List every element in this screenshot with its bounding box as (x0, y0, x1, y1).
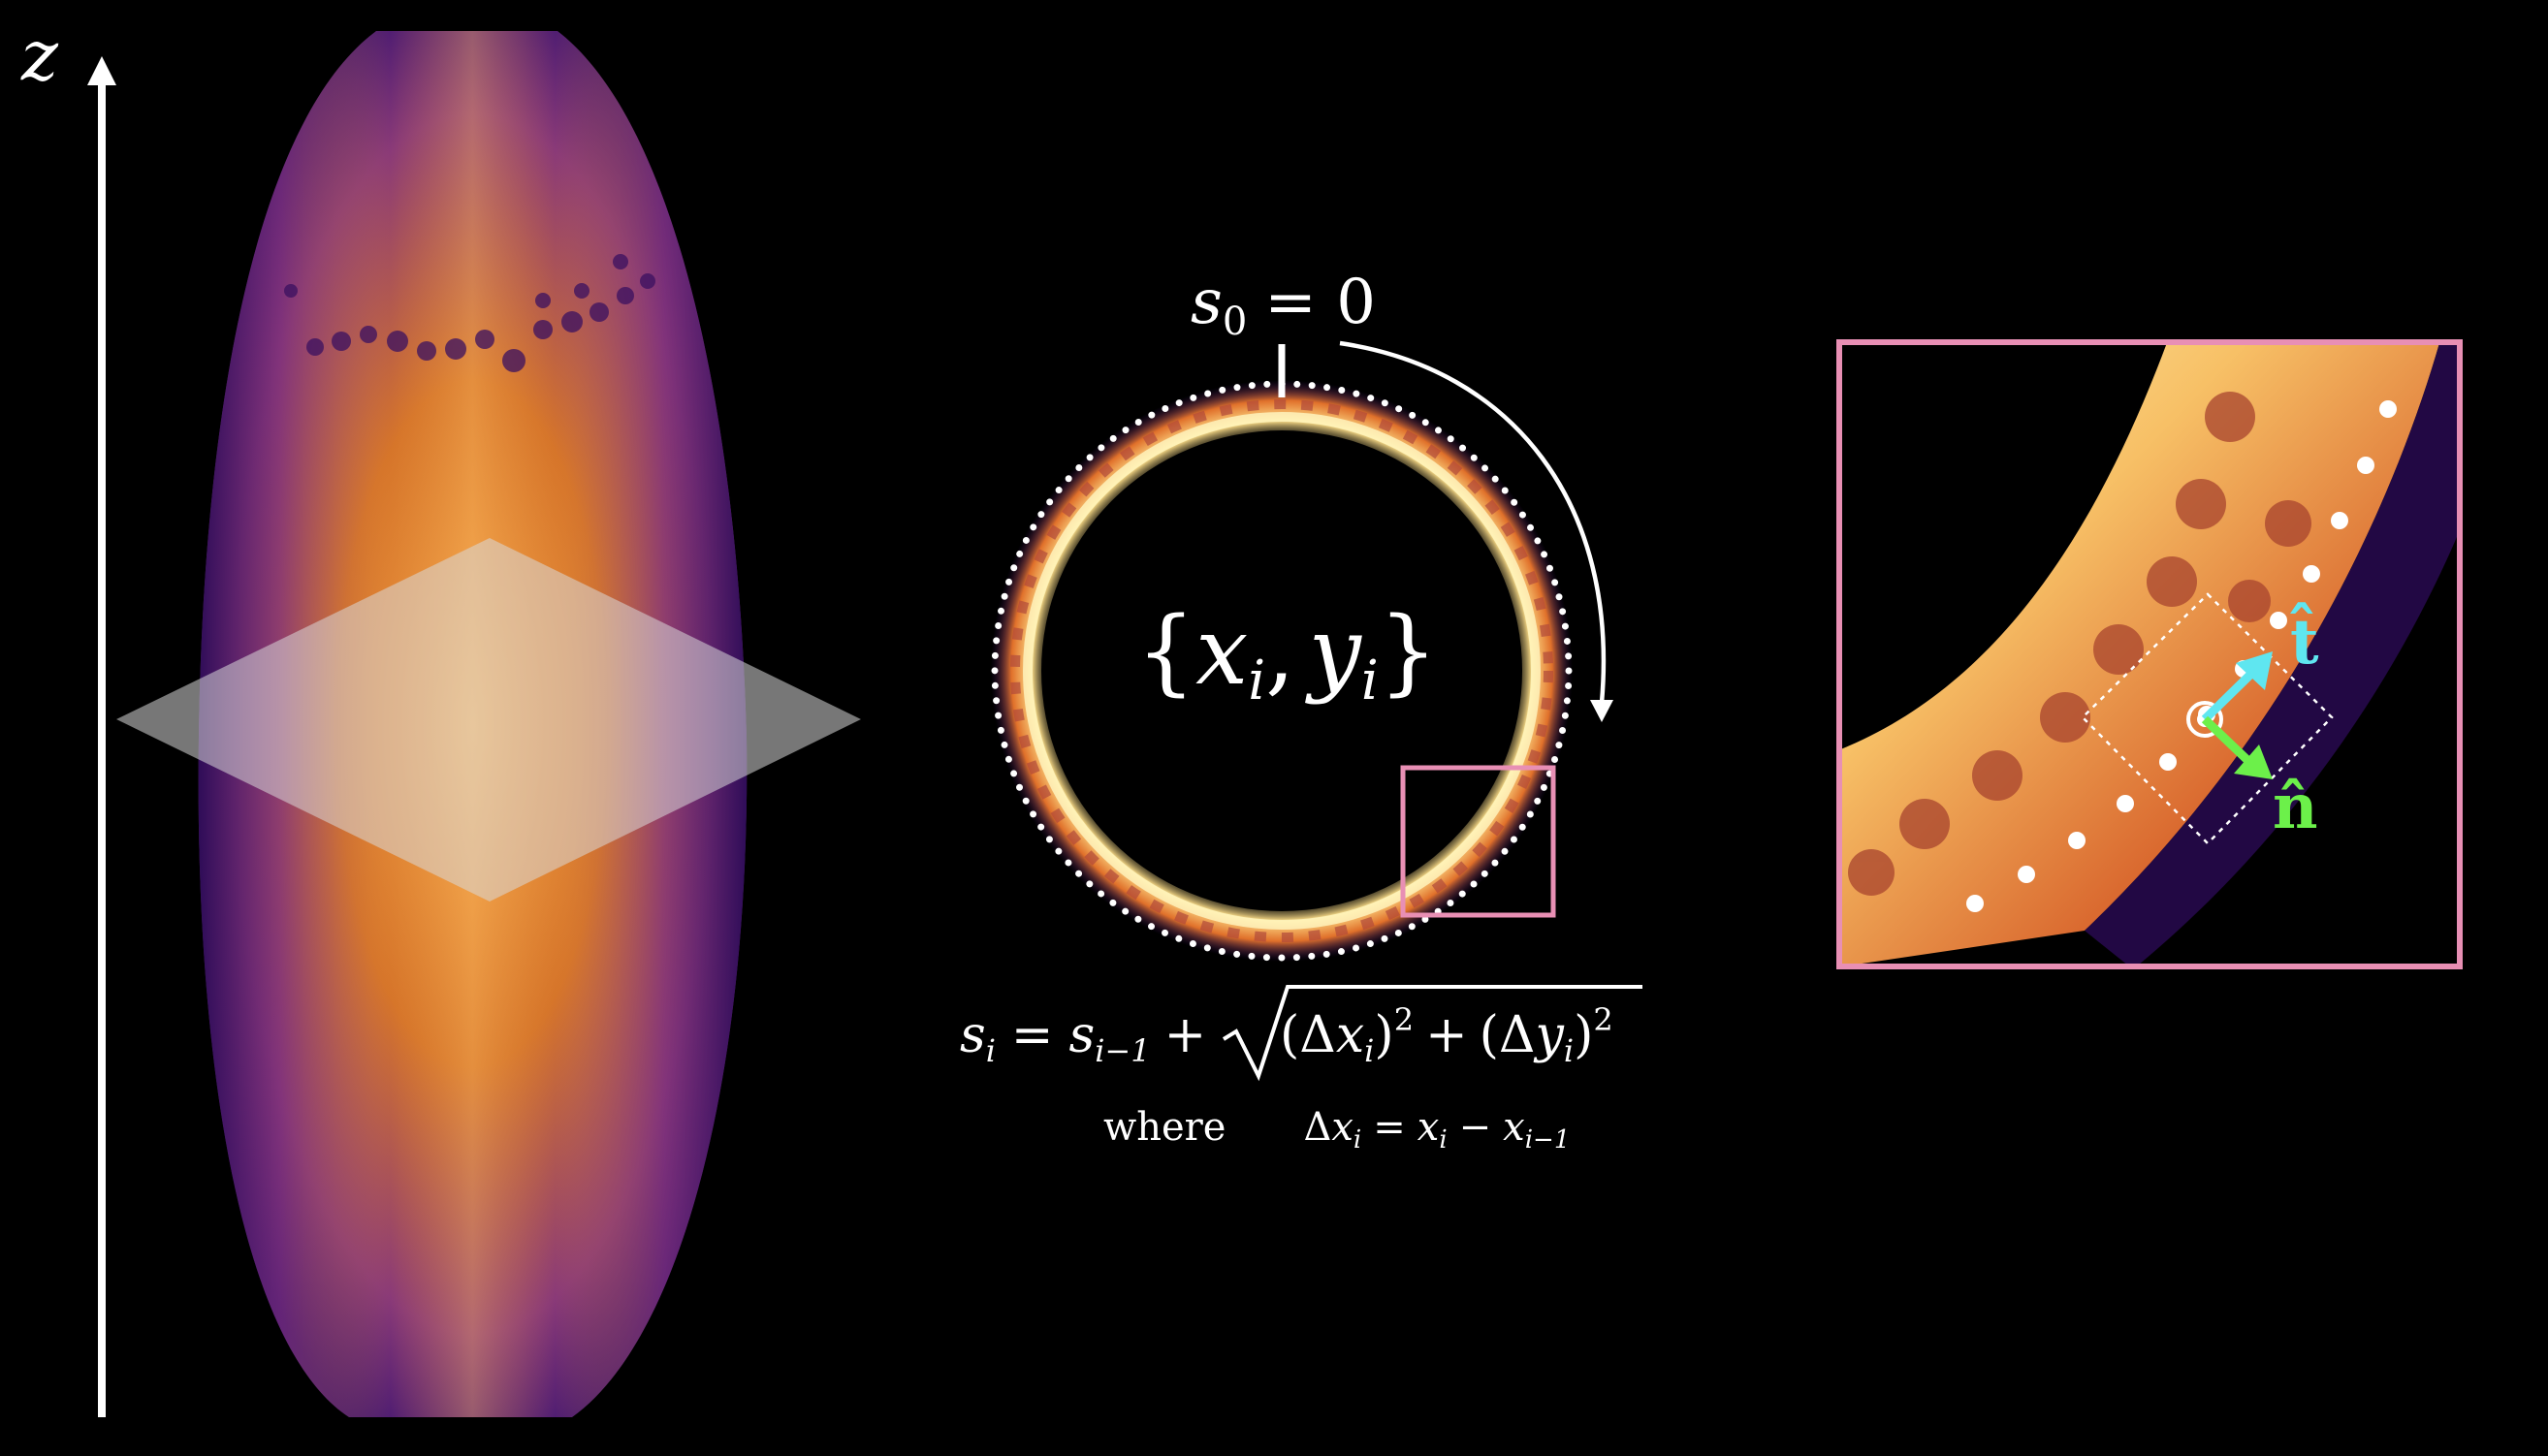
section-plane (116, 538, 861, 902)
equation-radicand: (Δxi)2+(Δyi)2 (1280, 1001, 1613, 1069)
tangent-arrowhead (2236, 651, 2273, 690)
tangent-label: t̂ (2290, 602, 2319, 679)
inset-outer-glow (2085, 342, 2460, 966)
normal-arrowhead (2234, 744, 2273, 779)
focal-point-ring (2186, 701, 2223, 738)
tangent-arrow (2201, 667, 2258, 723)
z-axis-label: z (20, 15, 59, 96)
z-axis: z (20, 15, 116, 1417)
direction-arrowhead (1590, 700, 1613, 722)
local-frame-box (2081, 592, 2334, 845)
ring-bright-edge (1023, 412, 1541, 930)
equation-lhs: si=si−1+ (960, 1006, 1206, 1069)
z-axis-arrowhead (87, 56, 116, 85)
normal-arrow (2201, 715, 2253, 766)
origin-label: s0= 0 (1191, 267, 1376, 344)
zoom-box (1400, 765, 1556, 918)
sqrt-sign (1222, 985, 1642, 1082)
zoom-inset: t̂ n̂ (1836, 339, 2463, 969)
points-label: {xi,yi} (1136, 597, 1438, 712)
inset-cells (1848, 392, 2311, 896)
cell-band (284, 254, 655, 372)
direction-arrow (1339, 340, 1607, 704)
inset-border (1836, 339, 2463, 969)
ring-cells (1010, 399, 1553, 942)
normal-label: n̂ (2273, 771, 2318, 843)
ring-section: s0= 0 {xi,yi} (991, 267, 1613, 962)
embryo-volume (116, 31, 861, 1417)
